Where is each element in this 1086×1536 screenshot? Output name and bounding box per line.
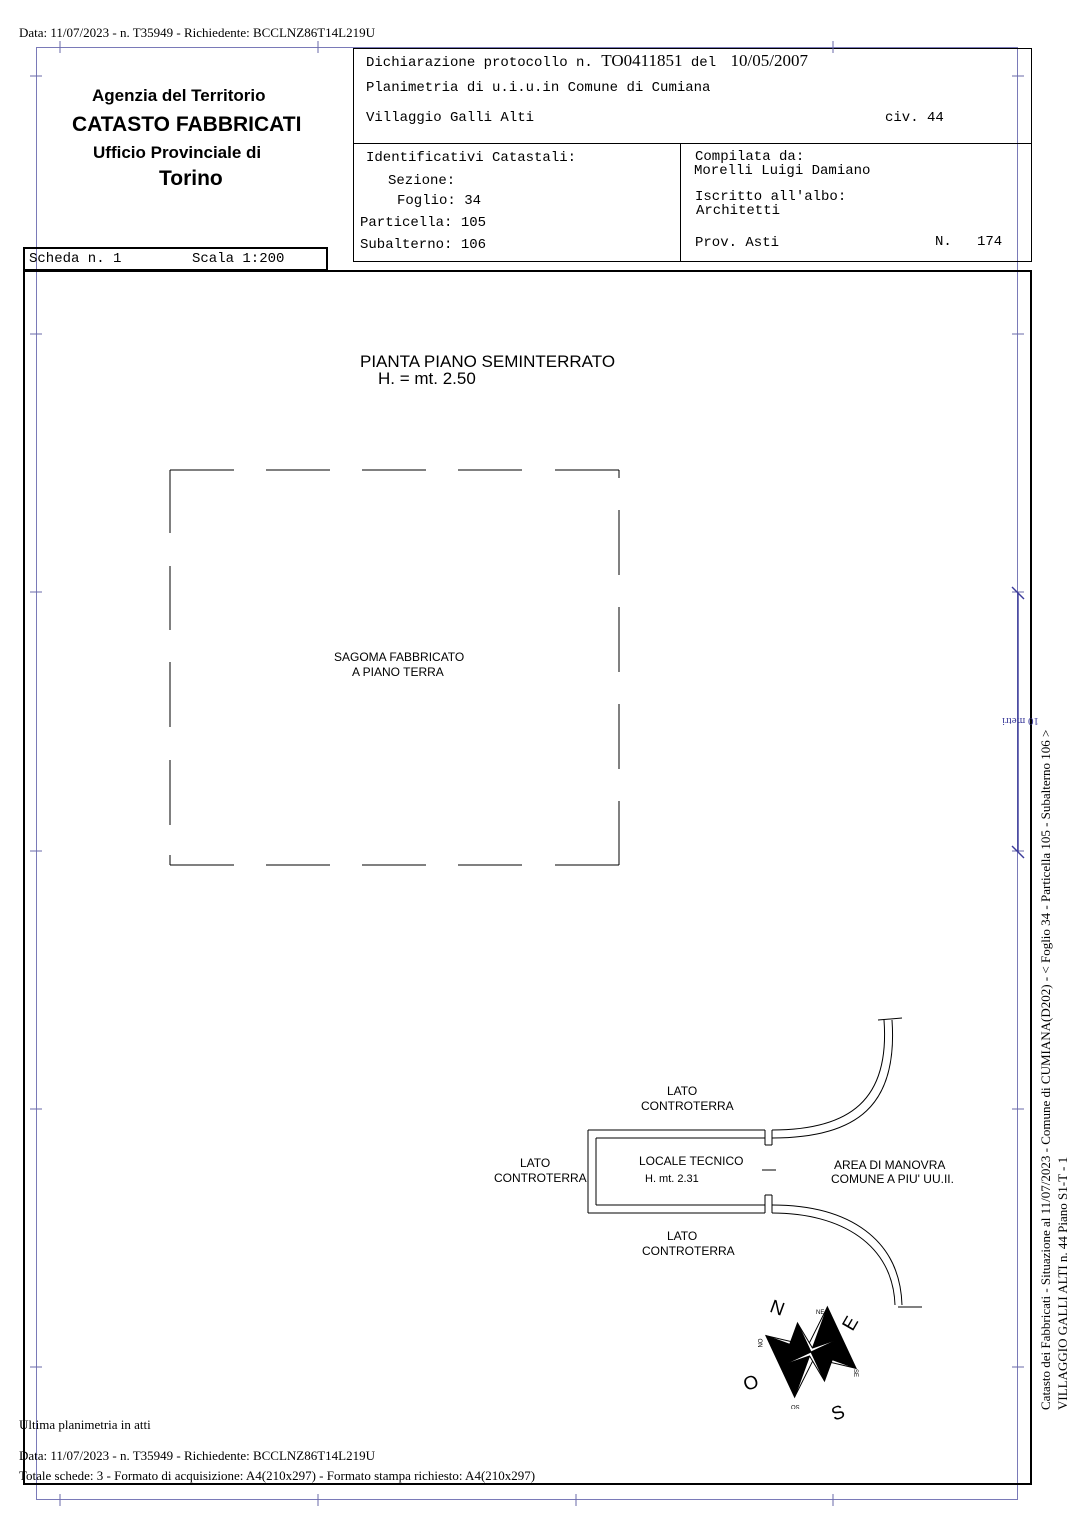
catasto-title: CATASTO FABBRICATI xyxy=(72,113,302,136)
register-n-label: N. xyxy=(935,234,952,250)
albo-label: Iscritto all'albo: xyxy=(695,189,847,205)
compiler-box xyxy=(680,143,1032,262)
compass-so: SO xyxy=(791,1403,800,1409)
lato-top-2: CONTROTERRA xyxy=(641,1099,734,1113)
last-plan-note: Ultima planimetria in atti xyxy=(19,1417,151,1432)
lato-left-2: CONTROTERRA xyxy=(494,1171,587,1185)
foglio-field: Foglio: 34 xyxy=(397,193,482,209)
side-caption-line1: Catasto dei Fabbricati - Situazione al 1… xyxy=(1038,729,1053,1410)
footer-format-line: Totale schede: 3 - Formato di acquisizio… xyxy=(19,1468,536,1483)
sagoma-label-2: A PIANO TERRA xyxy=(352,665,444,679)
register-n-value: 174 xyxy=(977,234,1003,250)
province-label: Prov. Asti xyxy=(695,235,780,251)
scale-bar-label: 10 metri xyxy=(1002,715,1039,727)
protocol-number: TO0411851 xyxy=(601,51,683,70)
locale-height: H. mt. 2.31 xyxy=(645,1173,699,1185)
civic-number: civ. 44 xyxy=(885,110,944,126)
subalterno-field: Subalterno: 106 xyxy=(360,237,487,253)
declaration-del: del xyxy=(690,55,717,71)
side-caption-line2: VILLAGGIO GALLI ALTI n. 44 Piano S1-T - … xyxy=(1055,1156,1070,1410)
area-manovra-1: AREA DI MANOVRA xyxy=(834,1158,946,1172)
area-manovra-2: COMUNE A PIU' UU.II. xyxy=(831,1172,954,1186)
header-request-line: Data: 11/07/2023 - n. T35949 - Richieden… xyxy=(19,25,376,40)
declaration-prefix: Dichiarazione protocollo n. xyxy=(366,55,593,71)
plan-title: PIANTA PIANO SEMINTERRATO xyxy=(360,352,616,371)
protocol-date: 10/05/2007 xyxy=(730,51,808,70)
scheda-scale: Scala 1:200 xyxy=(192,251,285,267)
footer-request-line: Data: 11/07/2023 - n. T35949 - Richieden… xyxy=(19,1448,376,1463)
scheda-number: Scheda n. 1 xyxy=(29,251,122,267)
plan-height: H. = mt. 2.50 xyxy=(378,369,476,388)
identifiers-title: Identificativi Catastali: xyxy=(366,150,577,166)
lato-bottom-1: LATO xyxy=(667,1229,698,1243)
compass-no: NO xyxy=(758,1338,765,1348)
sezione-field: Sezione: xyxy=(388,173,456,189)
drawing-frame xyxy=(23,270,1032,1485)
agency-name: Agenzia del Territorio xyxy=(92,86,266,105)
declaration-line: Dichiarazione protocollo n. TO0411851 de… xyxy=(366,51,808,71)
locale-tecnico-label: LOCALE TECNICO xyxy=(639,1154,744,1168)
province-name: Torino xyxy=(159,167,223,190)
lato-left-1: LATO xyxy=(520,1156,551,1170)
lato-top-1: LATO xyxy=(667,1084,698,1098)
compiler-label: Compilata da: xyxy=(695,149,805,165)
compiler-name: Morelli Luigi Damiano xyxy=(694,163,871,179)
albo-value: Architetti xyxy=(696,203,781,219)
sagoma-label-1: SAGOMA FABBRICATO xyxy=(334,650,465,664)
planimetria-line: Planimetria di u.i.u.in Comune di Cumian… xyxy=(366,80,711,96)
compass-se: SE xyxy=(852,1368,859,1378)
compass-ne: NE xyxy=(816,1310,825,1316)
ufficio-label: Ufficio Provinciale di xyxy=(93,143,262,162)
particella-field: Particella: 105 xyxy=(360,215,487,231)
address-line: Villaggio Galli Alti xyxy=(366,110,535,126)
lato-bottom-2: CONTROTERRA xyxy=(642,1244,735,1258)
